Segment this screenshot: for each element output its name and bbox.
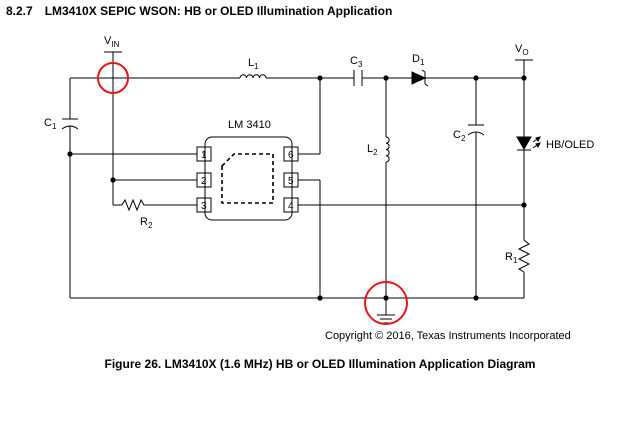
c1-label: C1	[44, 117, 57, 131]
capacitor-c3: C3	[350, 55, 363, 86]
vin-node-highlight	[97, 62, 129, 94]
chip-label: LM 3410	[228, 119, 271, 131]
pin-4-label: 4	[288, 201, 294, 212]
pin-3-label: 3	[201, 201, 207, 212]
junction-dots	[67, 75, 527, 301]
wires	[69, 52, 533, 315]
highlight-circles	[97, 62, 408, 325]
section-heading: 8.2.7 LM3410X SEPIC WSON: HB or OLED Illu…	[6, 4, 392, 18]
ground-node-highlight	[364, 281, 408, 325]
led-icon: HB/OLED	[516, 136, 594, 151]
pin-2-label: 2	[201, 176, 207, 187]
diode-d1: D1	[411, 53, 434, 87]
copyright-notice: Copyright © 2016, Texas Instruments Inco…	[325, 330, 571, 342]
c3-label: C3	[350, 55, 363, 69]
section-number: 8.2.7	[6, 4, 33, 18]
ground-icon	[377, 314, 395, 324]
l2-label: L2	[367, 143, 378, 157]
vin-terminal: VIN	[104, 35, 122, 53]
c2-label: C2	[453, 129, 466, 143]
inductor-l2: L2	[367, 136, 390, 163]
vin-label: VIN	[104, 35, 120, 49]
pin-5-label: 5	[288, 176, 294, 187]
l1-label: L1	[248, 57, 259, 71]
resistor-r2: R2	[121, 198, 153, 230]
r2-label: R2	[140, 216, 153, 230]
vo-label: VO	[515, 43, 529, 57]
pin-6-label: 6	[288, 150, 294, 161]
d1-label: D1	[412, 53, 425, 67]
led-label: HB/OLED	[546, 139, 594, 151]
resistor-r1: R1	[505, 239, 531, 273]
inductor-l1: L1	[239, 57, 267, 79]
capacitor-c2: C2	[453, 124, 485, 143]
section-title: LM3410X SEPIC WSON: HB or OLED Illuminat…	[44, 4, 393, 18]
pin-1-label: 1	[201, 150, 207, 161]
r1-label: R1	[505, 251, 518, 265]
figure-caption: Figure 26. LM3410X (1.6 MHz) HB or OLED …	[104, 357, 536, 371]
capacitor-c1: C1	[44, 117, 79, 131]
lm3410-chip: LM 3410 1 2 3 6 5 4	[196, 119, 299, 221]
